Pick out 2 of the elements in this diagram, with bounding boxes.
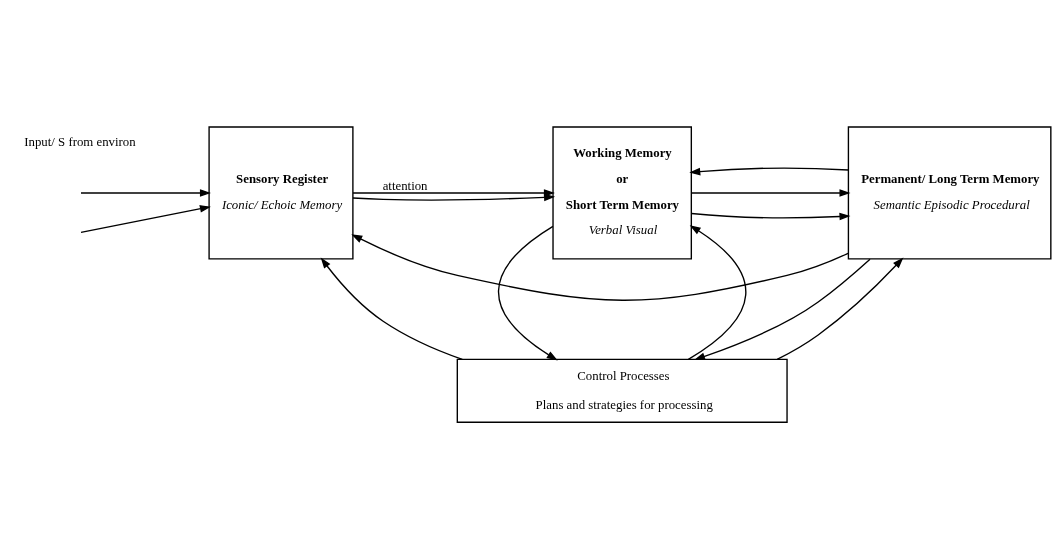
edge-label: attention (382, 178, 428, 193)
label: Input/ S from environ (24, 135, 136, 149)
